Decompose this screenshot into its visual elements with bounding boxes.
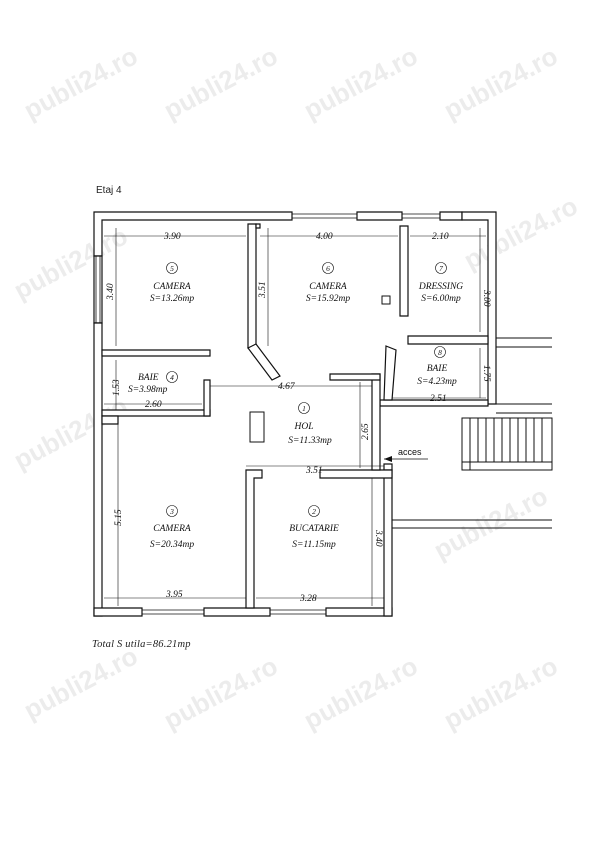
room-area: S=11.15mp <box>292 540 336 550</box>
room-number-circle <box>308 505 320 517</box>
room-name: BAIE <box>138 373 159 383</box>
room-area: S=3.98mp <box>128 385 168 395</box>
watermark-text: publi24.ro <box>299 650 423 735</box>
room-3: 3 CAMERA S=20.34mp <box>150 505 194 550</box>
dim-value: 1.75 <box>481 365 491 382</box>
room-number: 2 <box>312 507 316 516</box>
room-area: S=15.92mp <box>306 294 350 304</box>
room-area: S=13.26mp <box>150 294 194 304</box>
room-area: S=6.00mp <box>421 294 461 304</box>
room-number-circle <box>435 262 447 274</box>
dim-value: 4.67 <box>278 382 296 392</box>
dim-value: 3.95 <box>165 590 183 600</box>
dimension-values: 3.90 3.40 4.00 3.51 2.10 3.00 1.53 2.60 … <box>106 232 491 604</box>
room-name: CAMERA <box>309 282 347 292</box>
room-name: HOL <box>293 422 313 432</box>
floor-label: Etaj 4 <box>96 185 122 196</box>
room-area: S=11.33mp <box>288 436 332 446</box>
dim-value: 3.51 <box>258 281 268 299</box>
room-number: 4 <box>170 373 174 382</box>
room-number: 8 <box>438 348 442 357</box>
room-number-circle <box>166 505 178 517</box>
watermark-text: publi24.ro <box>429 480 553 565</box>
room-area: S=4.23mp <box>417 377 457 387</box>
watermark-text: publi24.ro <box>19 40 143 125</box>
room-4: 4 BAIE S=3.98mp <box>128 371 178 395</box>
dim-value: 5.15 <box>114 509 124 526</box>
windows <box>95 213 440 615</box>
dimension-lines <box>104 228 486 606</box>
dim-value: 3.40 <box>373 529 383 547</box>
watermark-text: publi24.ro <box>19 640 143 725</box>
hallway-fixture <box>249 411 265 443</box>
dim-value: 4.00 <box>316 232 333 242</box>
exterior-stair <box>392 337 553 529</box>
room-number-circle <box>298 402 310 414</box>
room-name: BUCATARIE <box>289 524 339 534</box>
watermark-text: publi24.ro <box>439 650 563 735</box>
room-name: DRESSING <box>418 282 463 292</box>
dim-value: 2.51 <box>430 394 447 404</box>
room-5: 5 CAMERA S=13.26mp <box>150 262 194 304</box>
dim-value: 3.51 <box>305 466 323 476</box>
dim-value: 2.60 <box>145 400 162 410</box>
watermark-text: publi24.ro <box>159 40 283 125</box>
dim-value: 3.40 <box>106 283 116 301</box>
room-8: 8 BAIE S=4.23mp <box>417 346 457 387</box>
room-name: CAMERA <box>153 524 191 534</box>
walls <box>93 211 497 617</box>
dim-value: 1.53 <box>112 379 122 396</box>
dim-value: 2.65 <box>361 423 371 440</box>
room-number: 1 <box>302 404 306 413</box>
chimney-square <box>381 295 391 305</box>
room-number: 6 <box>326 264 330 273</box>
total-area-label: Total S utila=86.21mp <box>92 639 191 650</box>
room-1: 1 HOL S=11.33mp <box>288 402 332 446</box>
watermark-text: publi24.ro <box>299 40 423 125</box>
dim-value: 3.28 <box>299 594 317 604</box>
room-6: 6 CAMERA S=15.92mp <box>306 262 350 304</box>
room-number-circle <box>434 346 446 358</box>
entrance-arrow <box>384 456 428 462</box>
watermark-text: publi24.ro <box>459 190 583 275</box>
room-name: BAIE <box>427 364 448 374</box>
dim-value: 2.10 <box>432 232 449 242</box>
room-number-circle <box>322 262 334 274</box>
entrance-label: acces <box>398 447 422 457</box>
room-number: 7 <box>439 264 443 273</box>
room-2: 2 BUCATARIE S=11.15mp <box>289 505 339 550</box>
room-name: CAMERA <box>153 282 191 292</box>
dim-value: 3.00 <box>481 289 491 307</box>
watermark-text: publi24.ro <box>9 390 133 475</box>
watermark-text: publi24.ro <box>439 40 563 125</box>
room-area: S=20.34mp <box>150 540 194 550</box>
room-number: 3 <box>169 507 174 516</box>
dim-value: 3.90 <box>163 232 181 242</box>
room-number-circle <box>166 262 178 274</box>
room-labels: 5 CAMERA S=13.26mp 6 CAMERA S=15.92mp 7 … <box>128 262 463 550</box>
room-7: 7 DRESSING S=6.00mp <box>418 262 463 304</box>
room-number: 5 <box>170 264 174 273</box>
watermark-text: publi24.ro <box>159 650 283 735</box>
room-number-circle <box>166 371 178 383</box>
